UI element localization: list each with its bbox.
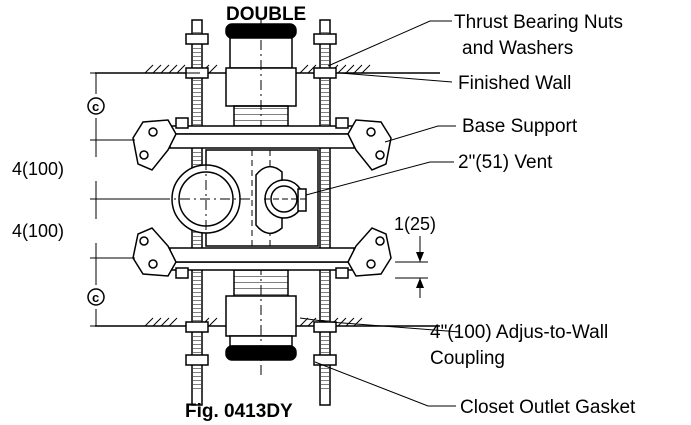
thrust-bearing-label-2: and Washers — [462, 38, 573, 59]
c-marker-upper: c — [92, 99, 99, 114]
dimension-lines — [90, 72, 428, 327]
base-support-label: Base Support — [462, 116, 578, 137]
threaded-rod-right — [313, 19, 337, 406]
lower-coupling — [225, 265, 297, 375]
coupling-label-2: Coupling — [430, 348, 505, 369]
lower-base-support — [132, 227, 392, 279]
upper-coupling — [225, 20, 297, 135]
c-marker-lower: c — [92, 290, 99, 305]
figure-title: DOUBLE — [226, 4, 306, 25]
upper-spacing-dimension: 4(100) — [12, 159, 64, 179]
leader-lines — [299, 20, 461, 407]
lower-spacing-dimension: 4(100) — [12, 221, 64, 241]
figure-caption: Fig. 0413DY — [185, 401, 293, 422]
vent-label: 2"(51) Vent — [458, 152, 553, 173]
finished-wall-label: Finished Wall — [458, 73, 571, 94]
coupling-label-1: 4"(100) Adjus-to-Wall — [430, 322, 608, 343]
dimension-arrows — [416, 252, 424, 288]
thrust-bearing-label-1: Thrust Bearing Nuts — [454, 12, 623, 33]
c-markers — [87, 97, 105, 306]
vent-fitting — [264, 179, 307, 219]
offset-dimension: 1(25) — [394, 214, 436, 234]
gasket-label: Closet Outlet Gasket — [460, 397, 636, 418]
upper-base-support — [132, 117, 392, 171]
